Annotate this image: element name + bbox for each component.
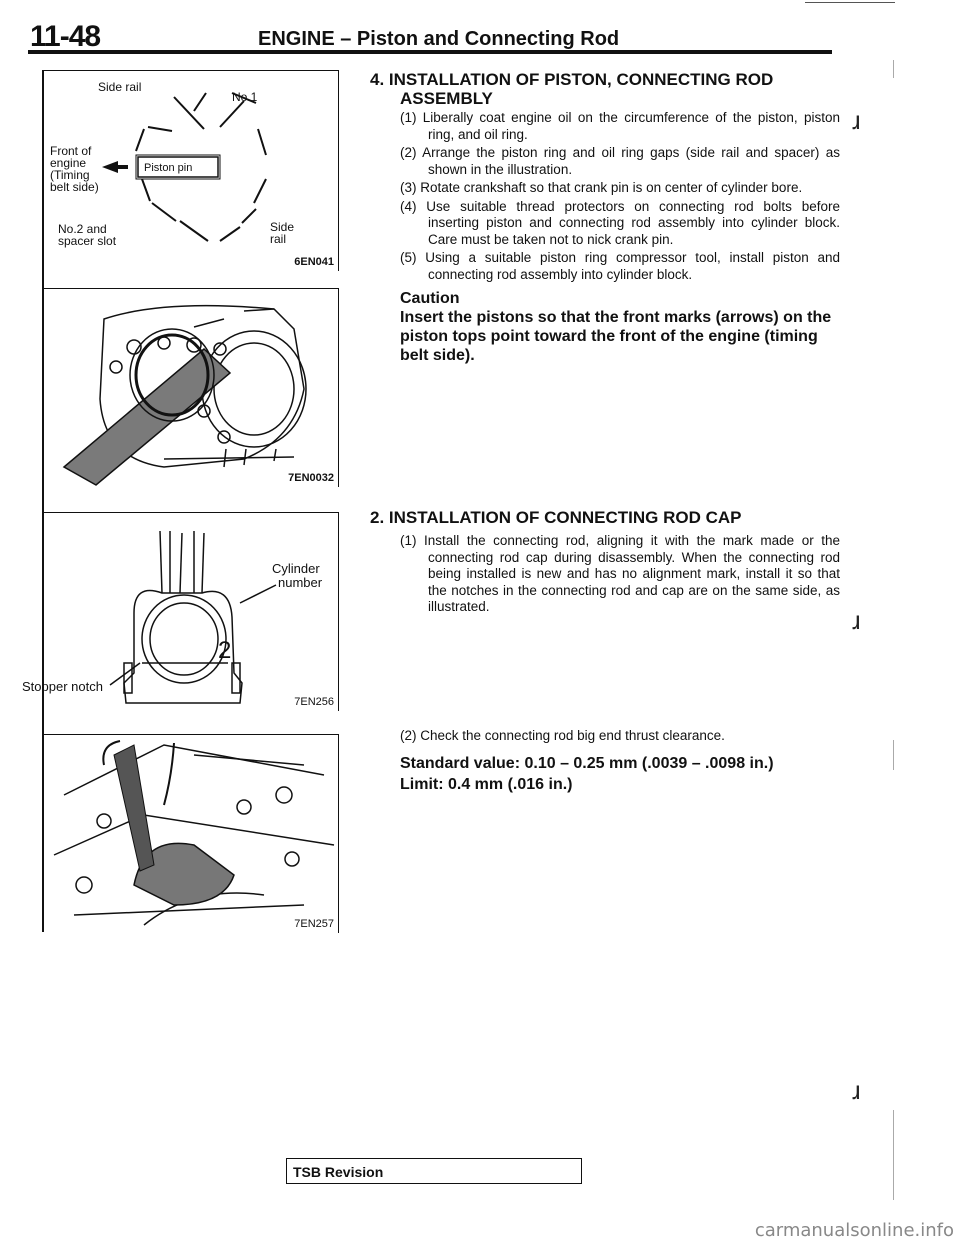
caution-label: Caution <box>400 290 460 307</box>
figure-code: 6EN041 <box>294 256 334 268</box>
label-cylinder-digit: 2 <box>218 637 232 664</box>
label-side-rail: Side rail <box>98 80 142 94</box>
list-item: (3) Rotate crankshaft so that crank pin … <box>400 180 803 195</box>
margin-mark: ɹ <box>852 1075 861 1105</box>
standard-value: Standard value: 0.10 – 0.25 mm (.0039 – … <box>400 754 774 772</box>
header-rule <box>28 50 832 54</box>
label-front-2: engine <box>50 156 87 170</box>
section-2: 2. INSTALLATION OF CONNECTING ROD CAP (1… <box>370 508 840 616</box>
section-4-title: 4. INSTALLATION OF PISTON, CONNECTING RO… <box>370 70 774 89</box>
figure-thrust-clearance: 7EN257 <box>44 734 339 933</box>
figure-connecting-rod: Cylinder number 2 Stopper notch 7EN256 <box>22 512 339 711</box>
arrow-icon <box>102 161 128 173</box>
label-side-b2: rail <box>270 232 287 246</box>
margin-mark: ɹ <box>852 605 861 635</box>
cylinder-block-illustration <box>62 304 307 486</box>
caution-text: Insert the pistons so that the front mar… <box>400 309 832 364</box>
label-side-b1: Side <box>270 220 295 234</box>
list-item: (2) Check the connecting rod big end thr… <box>400 728 725 743</box>
figure-code: 7EN256 <box>294 696 334 708</box>
tsb-revision-box: TSB Revision <box>286 1158 582 1184</box>
label-no1: No.1 <box>232 90 258 104</box>
figure-column-border <box>42 70 44 932</box>
top-rule-stub <box>805 2 895 3</box>
section-4-subtitle: ASSEMBLY <box>400 89 493 108</box>
label-front-3: (Timing <box>50 168 90 182</box>
list-item: (5) Using a suitable piston ring compres… <box>400 250 840 282</box>
figure-code: 7EN0032 <box>288 472 334 484</box>
figure-code: 7EN257 <box>294 918 334 930</box>
thrust-clearance-illustration <box>53 740 335 926</box>
page-title: ENGINE – Piston and Connecting Rod <box>258 28 620 50</box>
label-piston-pin: Piston pin <box>144 162 193 174</box>
label-no2-2: spacer slot <box>58 234 117 248</box>
list-item: (1) Liberally coat engine oil on the cir… <box>400 110 840 142</box>
label-stopper-notch: Stopper notch <box>22 679 103 694</box>
section-2-check: (2) Check the connecting rod big end thr… <box>370 726 840 795</box>
page-number: 11-48 <box>30 20 101 53</box>
margin-line <box>893 1110 894 1200</box>
label-number: number <box>278 575 323 590</box>
list-item: (4) Use suitable thread protectors on co… <box>400 198 840 247</box>
list-item: (1) Install the connecting rod, aligning… <box>400 533 840 614</box>
margin-line <box>893 60 894 78</box>
section-2-title: 2. INSTALLATION OF CONNECTING ROD CAP <box>370 508 742 527</box>
limit-value: Limit: 0.4 mm (.016 in.) <box>400 775 573 793</box>
margin-line <box>893 740 894 770</box>
piston-pin-box <box>137 156 219 178</box>
label-no2-1: No.2 and <box>58 222 107 236</box>
figure-ring-gaps: Side rail No.1 Front of engine (Timing b… <box>44 70 339 271</box>
label-cylinder: Cylinder <box>272 561 320 576</box>
connecting-rod-illustration <box>109 530 277 704</box>
watermark: carmanualsonline.info <box>754 1220 954 1241</box>
ring-gap-diagram <box>102 92 267 242</box>
label-front-1: Front of <box>50 144 92 158</box>
label-front-4: belt side) <box>50 180 99 194</box>
figure-piston-insert: 7EN0032 <box>44 288 339 487</box>
list-item: (2) Arrange the piston ring and oil ring… <box>400 145 840 177</box>
margin-mark: ɹ <box>852 105 861 135</box>
section-4: 4. INSTALLATION OF PISTON, CONNECTING RO… <box>370 70 840 365</box>
